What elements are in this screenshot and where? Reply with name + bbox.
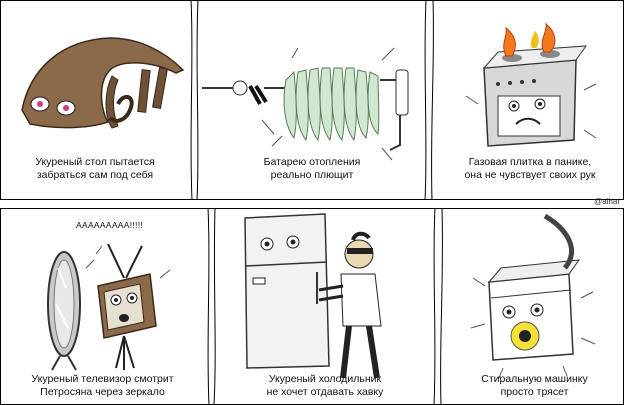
panel-divider [190, 0, 199, 200]
panel-washer: Стиральную машинку просто трясет [445, 208, 624, 405]
shout-text: ААААААААА!!!!! [76, 220, 144, 230]
caption-line: забраться сам под себя [36, 169, 154, 181]
stove-illustration [465, 22, 597, 147]
tv-illustration [47, 243, 171, 371]
caption-line: Стиральную машинку [481, 373, 588, 385]
caption-line: Газовая плитка в панике, [468, 156, 592, 168]
caption-line: реально плющит [270, 169, 354, 181]
caption-table: Укуреный стол пытается забраться сам под… [0, 156, 190, 182]
washer-illustration [470, 213, 596, 379]
caption-line: Укуреный телевизор смотрит [31, 373, 174, 385]
caption-line: она не чувствует своих рук [464, 169, 596, 181]
panel-radiator: Батарею отопления реально плющит [202, 0, 422, 200]
caption-line: Петросяна через зеркало [40, 386, 165, 398]
panel-divider [433, 208, 443, 405]
caption-line: Батарею отопления [263, 156, 361, 168]
caption-washer: Стиральную машинку просто трясет [445, 373, 624, 399]
caption-line: Укуреный стол пытается [35, 156, 155, 168]
panel-table: Укуреный стол пытается забраться сам под… [0, 0, 190, 200]
panel-fridge: Укуреный холодильник не хочет отдавать х… [219, 208, 431, 405]
radiator-illustration [202, 47, 409, 161]
fridge-illustration [244, 213, 382, 379]
caption-line: не хочет отдавать хавку [266, 386, 384, 398]
table-illustration [21, 37, 185, 129]
author-credit: @alhar [594, 197, 620, 206]
caption-line: Укуреный холодильник [268, 373, 382, 385]
panel-tv: ААААААААА!!!!! Укуреный телевизор смотри… [0, 208, 205, 405]
caption-radiator: Батарею отопления реально плющит [202, 156, 422, 182]
comic-row-bottom: ААААААААА!!!!! Укуреный телевизор смотри… [0, 208, 624, 405]
panel-divider [207, 208, 216, 405]
comic-row-top: Укуреный стол пытается забраться сам под… [0, 0, 624, 200]
caption-line: просто трясет [500, 386, 569, 398]
panel-stove: Газовая плитка в панике, она не чувствуе… [436, 0, 624, 200]
caption-fridge: Укуреный холодильник не хочет отдавать х… [219, 373, 431, 399]
panel-divider [424, 0, 434, 200]
caption-tv: Укуреный телевизор смотрит Петросяна чер… [0, 373, 205, 399]
caption-stove: Газовая плитка в панике, она не чувствуе… [436, 156, 624, 182]
